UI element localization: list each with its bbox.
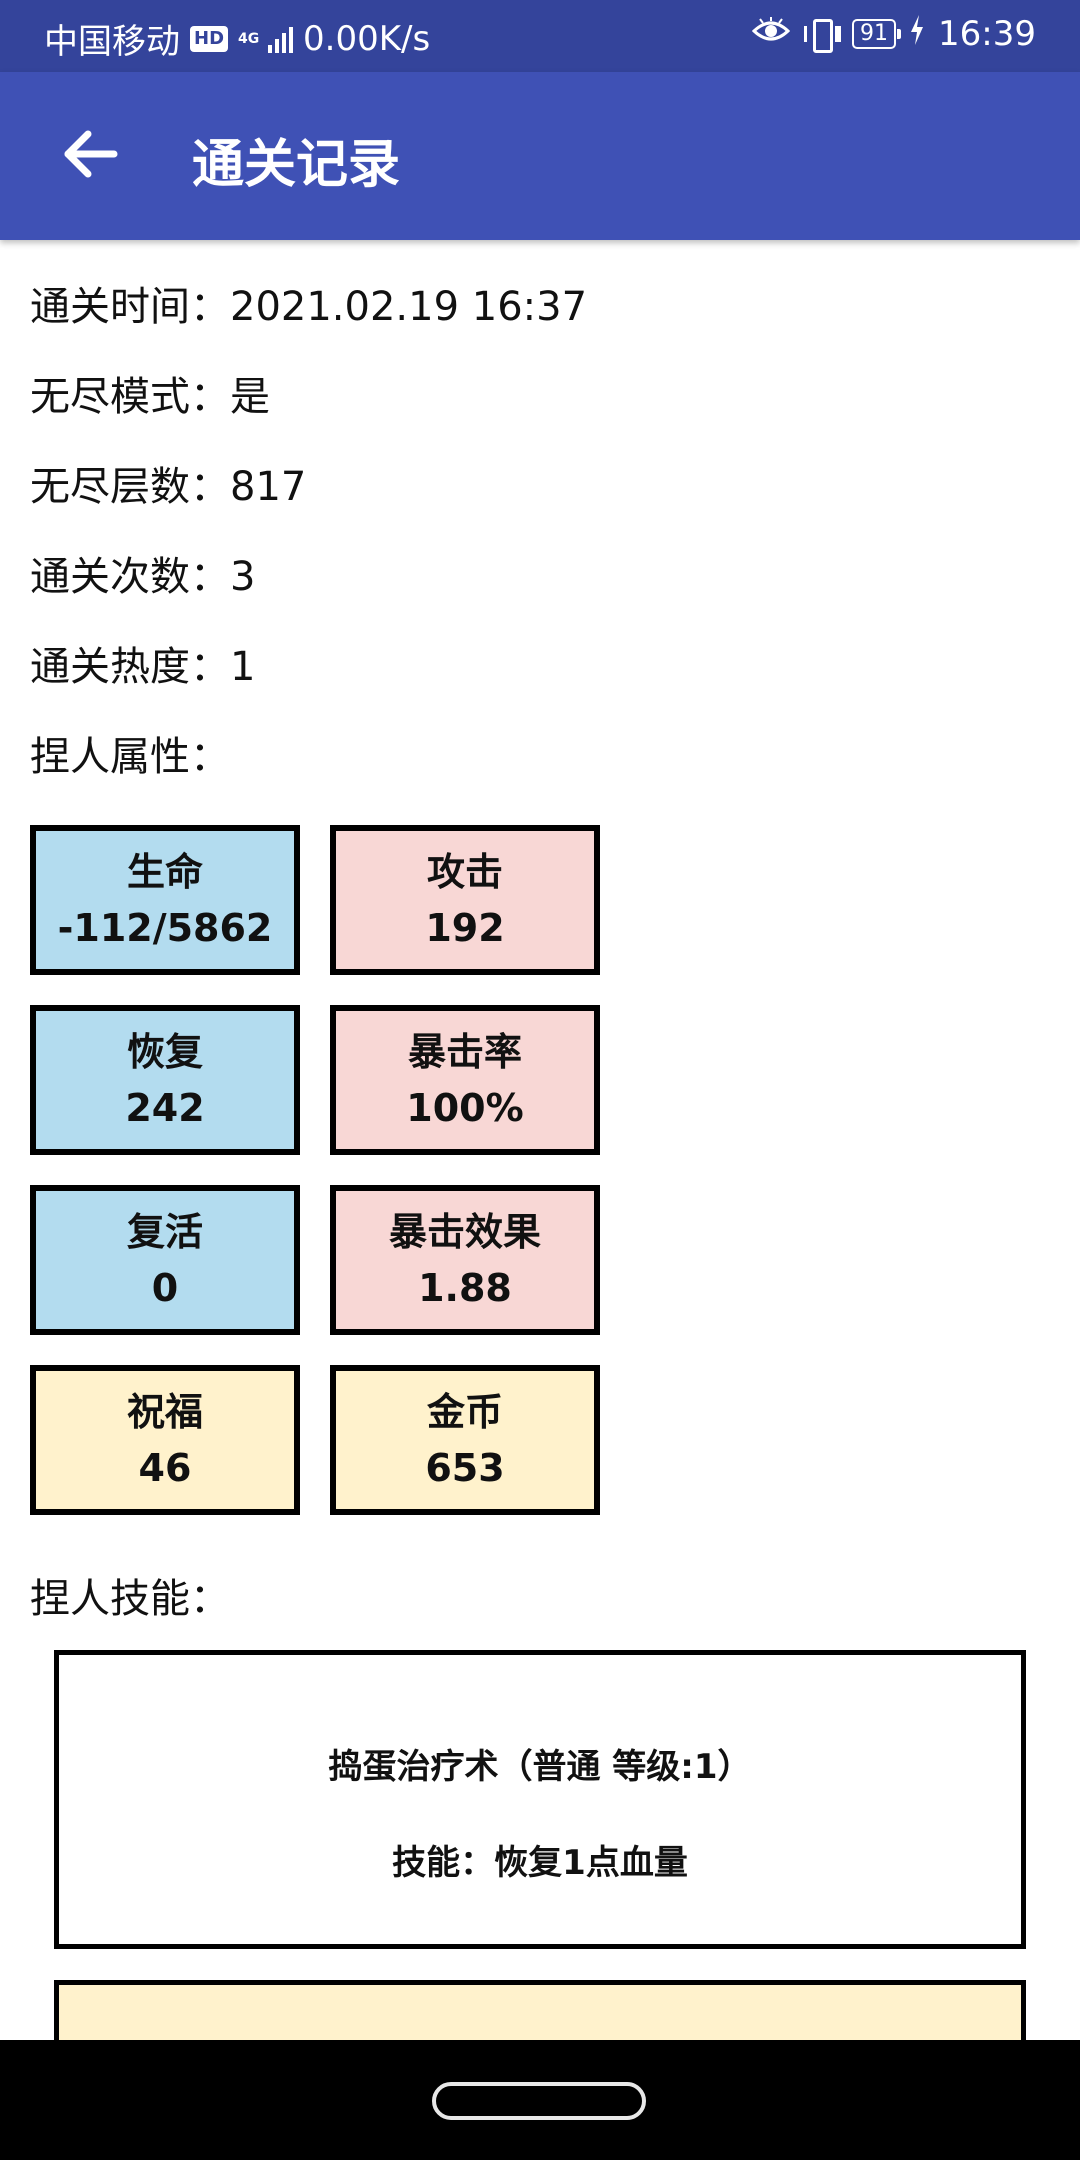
stat-value: 242 [125, 1086, 205, 1130]
stat-tile-revive: 复活 0 [30, 1185, 300, 1335]
home-gesture-handle[interactable] [432, 2082, 646, 2120]
endless-mode-value: 是 [230, 374, 270, 420]
clear-count-label: 通关次数： [30, 554, 230, 600]
stat-name: 暴击率 [407, 1030, 522, 1074]
heat-label: 通关热度： [30, 644, 230, 690]
stat-tile-attack: 攻击 192 [330, 825, 600, 975]
network-type: 4G [238, 30, 260, 47]
clear-count-row: 通关次数：3 [30, 544, 255, 602]
stat-value: 46 [138, 1446, 192, 1490]
stat-name: 暴击效果 [388, 1210, 541, 1254]
page-title: 通关记录 [192, 135, 401, 195]
status-bar: 中国移动 HD 4G 0.00K/s 91 16:39 [0, 0, 1080, 72]
stat-value: 100% [406, 1086, 524, 1130]
stat-tile-crit-effect: 暴击效果 1.88 [330, 1185, 600, 1335]
endless-mode-label: 无尽模式： [30, 374, 230, 420]
stat-value: 1.88 [418, 1266, 512, 1310]
app-bar: 通关记录 [0, 72, 1080, 240]
charging-icon [910, 14, 924, 54]
arrow-left-icon [62, 130, 118, 182]
endless-floor-value: 817 [230, 464, 307, 510]
clear-time-value: 2021.02.19 16:37 [230, 284, 588, 330]
stat-name: 攻击 [426, 850, 503, 894]
battery-level: 91 [860, 21, 889, 46]
signal-icon [268, 25, 294, 53]
stat-tile-crit-rate: 暴击率 100% [330, 1005, 600, 1155]
skill-card: 捣蛋治疗术（普通 等级:1） 技能：恢复1点血量 [54, 1650, 1026, 1949]
clear-time-label: 通关时间： [30, 284, 230, 330]
skill-name: 捣蛋治疗术（普通 等级:1） [328, 1747, 752, 1787]
endless-floor-label: 无尽层数： [30, 464, 230, 510]
eye-icon [751, 14, 791, 54]
skill-description: 技能：恢复1点血量 [392, 1843, 688, 1883]
vibrate-icon [804, 18, 838, 53]
carrier-label: 中国移动 [44, 22, 180, 62]
clear-time-row: 通关时间：2021.02.19 16:37 [30, 274, 587, 332]
stat-value: 653 [425, 1446, 505, 1490]
skills-heading: 捏人技能： [30, 1576, 230, 1622]
stat-value: 0 [151, 1266, 179, 1310]
stat-tile-recovery: 恢复 242 [30, 1005, 300, 1155]
battery-icon: 91 [852, 19, 902, 49]
back-button[interactable] [50, 116, 130, 196]
hd-badge: HD [190, 25, 229, 52]
stat-name: 祝福 [126, 1390, 203, 1434]
clock: 16:39 [938, 14, 1036, 54]
stat-tile-blessing: 祝福 46 [30, 1365, 300, 1515]
stat-name: 生命 [126, 850, 203, 894]
stat-tile-hp: 生命 -112/5862 [30, 825, 300, 975]
attributes-heading: 捏人属性： [30, 734, 230, 780]
clear-count-value: 3 [230, 554, 256, 600]
heat-row: 通关热度：1 [30, 634, 255, 692]
system-nav-bar [0, 2040, 1080, 2160]
stat-name: 恢复 [126, 1030, 203, 1074]
network-speed: 0.00K/s [303, 18, 431, 59]
stat-name: 复活 [126, 1210, 203, 1254]
status-left: 中国移动 HD 4G 0.00K/s [44, 14, 430, 63]
stat-value: -112/5862 [57, 906, 273, 950]
stat-name: 金币 [426, 1390, 503, 1434]
endless-floor-row: 无尽层数：817 [30, 454, 306, 512]
stat-tile-gold: 金币 653 [330, 1365, 600, 1515]
endless-mode-row: 无尽模式：是 [30, 364, 270, 422]
heat-value: 1 [230, 644, 256, 690]
status-right: 91 16:39 [751, 14, 1036, 54]
stat-value: 192 [425, 906, 505, 950]
